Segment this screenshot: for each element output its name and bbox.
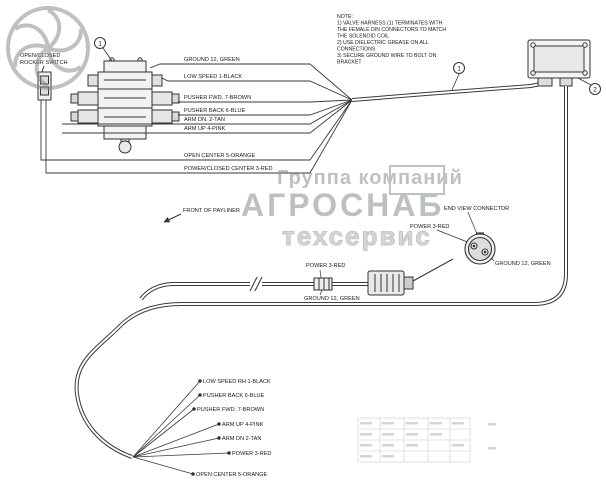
wire-label-open-center: OPEN CENTER 5-ORANGE [184, 153, 255, 159]
svg-text:CONNECTIONS: CONNECTIONS [337, 47, 376, 53]
power-ground-branch-cable [139, 282, 368, 301]
harness-bundle-cable [351, 81, 546, 102]
wire-label-arm-up: ARM UP 4-PINK [184, 126, 226, 132]
inline-connector-ground-label: GROUND 12, GREEN [304, 296, 360, 302]
callout-harness: 1 [451, 62, 465, 91]
bottom-label-pusher-fwd: PUSHER FWD. 7-BROWN [197, 407, 264, 413]
bottom-label-arm-up: ARM UP 4-PINK [222, 422, 264, 428]
end-view-connector-power-label: POWER 3-RED [410, 224, 449, 230]
cable-break-marks [249, 276, 263, 292]
wire-label-pusher-fwd: PUSHER FWD. 7-BROWN [184, 95, 251, 101]
svg-text:1: 1 [457, 66, 461, 73]
bottom-fanout-lines [132, 379, 231, 476]
bottom-label-power: POWER 3-RED [232, 451, 271, 457]
svg-text:1: 1 [98, 41, 102, 48]
svg-text:THE FEMALE DIN CONNECTORS TO M: THE FEMALE DIN CONNECTORS TO MATCH [337, 27, 446, 33]
plug-connector [367, 258, 454, 296]
svg-text:3) SECURE GROUND WIRE TO BOLT: 3) SECURE GROUND WIRE TO BOLT ON [337, 53, 437, 59]
svg-text:2) USE DIELECTRIC GREASE ON AL: 2) USE DIELECTRIC GREASE ON ALL [337, 40, 429, 46]
callout-valve: 1 [94, 37, 113, 62]
svg-text:BRACKET: BRACKET [337, 60, 362, 66]
rocker-switch-label-line2: ROCKER SWITCH [20, 60, 68, 66]
bottom-label-arm-dn: ARM DN 2-TAN [222, 436, 261, 442]
end-view-connector-ground-label: GROUND 12, GREEN [495, 261, 551, 267]
front-direction-arrow [163, 213, 182, 223]
main-harness-cable [74, 86, 568, 459]
bottom-label-pusher-back: PUSHER BACK 6-BLUE [203, 393, 265, 399]
front-of-machine-label: FRONT OF PAYLINER [183, 208, 240, 214]
wire-label-low-speed: LOW SPEED 1-BLACK [184, 74, 242, 80]
svg-text:1) VALVE HARNESS (1) TERMINATE: 1) VALVE HARNESS (1) TERMINATES WITH [337, 21, 443, 27]
rocker-switch-symbol [37, 65, 52, 101]
bottom-label-open-center: OPEN CENTER 5-ORANGE [196, 472, 267, 478]
inline-connector [313, 269, 333, 296]
parts-table [357, 417, 496, 463]
callout-box: 2 [577, 77, 601, 95]
svg-text:NOTE:: NOTE: [337, 14, 353, 20]
junction-box [527, 39, 591, 87]
inline-connector-power-label: POWER 3-RED [306, 263, 345, 269]
end-view-connector [436, 211, 496, 265]
wire-label-power-closed: POWER/CLOSED CENTER 3-RED [184, 166, 273, 172]
end-view-connector-title: END VIEW CONNECTOR [444, 206, 509, 212]
svg-text:THE SOLENOID COIL: THE SOLENOID COIL [337, 34, 389, 40]
note-block: NOTE: 1) VALVE HARNESS (1) TERMINATES WI… [337, 14, 446, 66]
bottom-label-low-speed: LOW SPEED RH 1-BLACK [203, 379, 271, 385]
wire-label-ground: GROUND 12, GREEN [184, 57, 240, 63]
wire-label-pusher-back: PUSHER BACK 6-BLUE [184, 108, 246, 114]
rocker-switch-label-line1: OPEN/CLOSED [20, 53, 60, 59]
solenoid-valve-assembly [70, 57, 180, 154]
wire-label-arm-dn: ARM DN. 2-TAN [184, 117, 225, 123]
valve-wire-lines [40, 63, 353, 174]
svg-text:2: 2 [593, 87, 597, 94]
